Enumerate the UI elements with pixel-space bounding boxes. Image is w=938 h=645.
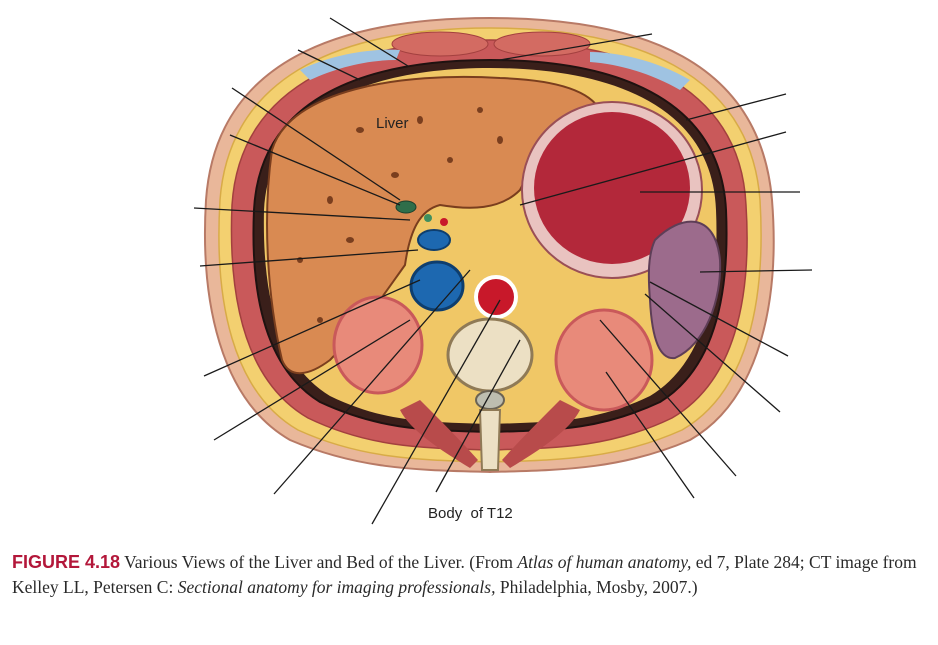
source-end: Philadelphia, Mosby, 2007.) bbox=[495, 577, 698, 597]
stomach bbox=[534, 112, 690, 264]
label-liver: Liver bbox=[376, 115, 409, 132]
spinous-process bbox=[478, 409, 502, 471]
left-kidney bbox=[554, 308, 654, 412]
figure-number: FIGURE 4.18 bbox=[12, 552, 121, 572]
portal-vein bbox=[417, 229, 451, 251]
blue-band-right bbox=[590, 52, 690, 90]
right-kidney bbox=[332, 295, 424, 395]
small-vessel-2 bbox=[440, 218, 448, 226]
small-vessel-1 bbox=[424, 214, 432, 222]
source-mid: ed 7, Plate 284; CT image from Kelley LL… bbox=[12, 552, 917, 597]
liver bbox=[266, 75, 602, 375]
label-body-of-t12: Body of T12 bbox=[428, 505, 513, 522]
inferior-vena-cava bbox=[409, 260, 465, 312]
spleen bbox=[647, 220, 722, 360]
source-open: (From bbox=[469, 552, 518, 572]
blue-band-left bbox=[300, 49, 400, 80]
figure-title: Various Views of the Liver and Bed of th… bbox=[124, 552, 465, 572]
rectus-muscle-left bbox=[391, 31, 489, 57]
figure-caption: FIGURE 4.18 Various Views of the Liver a… bbox=[12, 550, 927, 600]
hepatic-artery bbox=[395, 200, 417, 214]
aorta bbox=[474, 275, 518, 319]
source-book2: Sectional anatomy for imaging profession… bbox=[177, 577, 496, 597]
anatomy-illustration: Liver Body of T12 bbox=[193, 16, 813, 525]
leader-lines bbox=[193, 17, 813, 525]
source-book: Atlas of human anatomy, bbox=[517, 552, 692, 572]
back-muscle-right bbox=[502, 400, 580, 468]
vertebral-body bbox=[446, 317, 534, 393]
